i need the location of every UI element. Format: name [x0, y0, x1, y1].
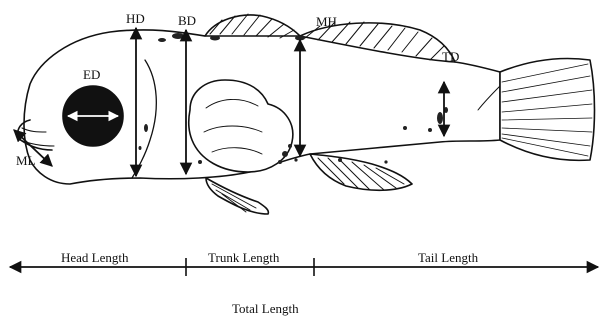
- total-length-label: Total Length: [232, 301, 299, 316]
- anal-fin: [310, 154, 412, 190]
- label-ed: ED: [83, 67, 100, 82]
- pelvic-fin: [206, 178, 268, 214]
- mouth: [18, 120, 54, 150]
- label-td: TD: [442, 49, 459, 64]
- label-bd: BD: [178, 13, 196, 28]
- label-mh: MH: [316, 14, 337, 29]
- fish-illustration: [18, 14, 595, 214]
- length-axis: Head Length Trunk Length Tail Length Tot…: [10, 250, 598, 316]
- dorsal-fin-spiny: [205, 14, 300, 38]
- tail-length-label: Tail Length: [418, 250, 479, 265]
- body-spots: [139, 33, 449, 164]
- caudal-fin: [500, 59, 595, 161]
- head-length-label: Head Length: [61, 250, 129, 265]
- label-ml: ML: [16, 153, 36, 168]
- trunk-length-label: Trunk Length: [208, 250, 280, 265]
- label-hd: HD: [126, 11, 145, 26]
